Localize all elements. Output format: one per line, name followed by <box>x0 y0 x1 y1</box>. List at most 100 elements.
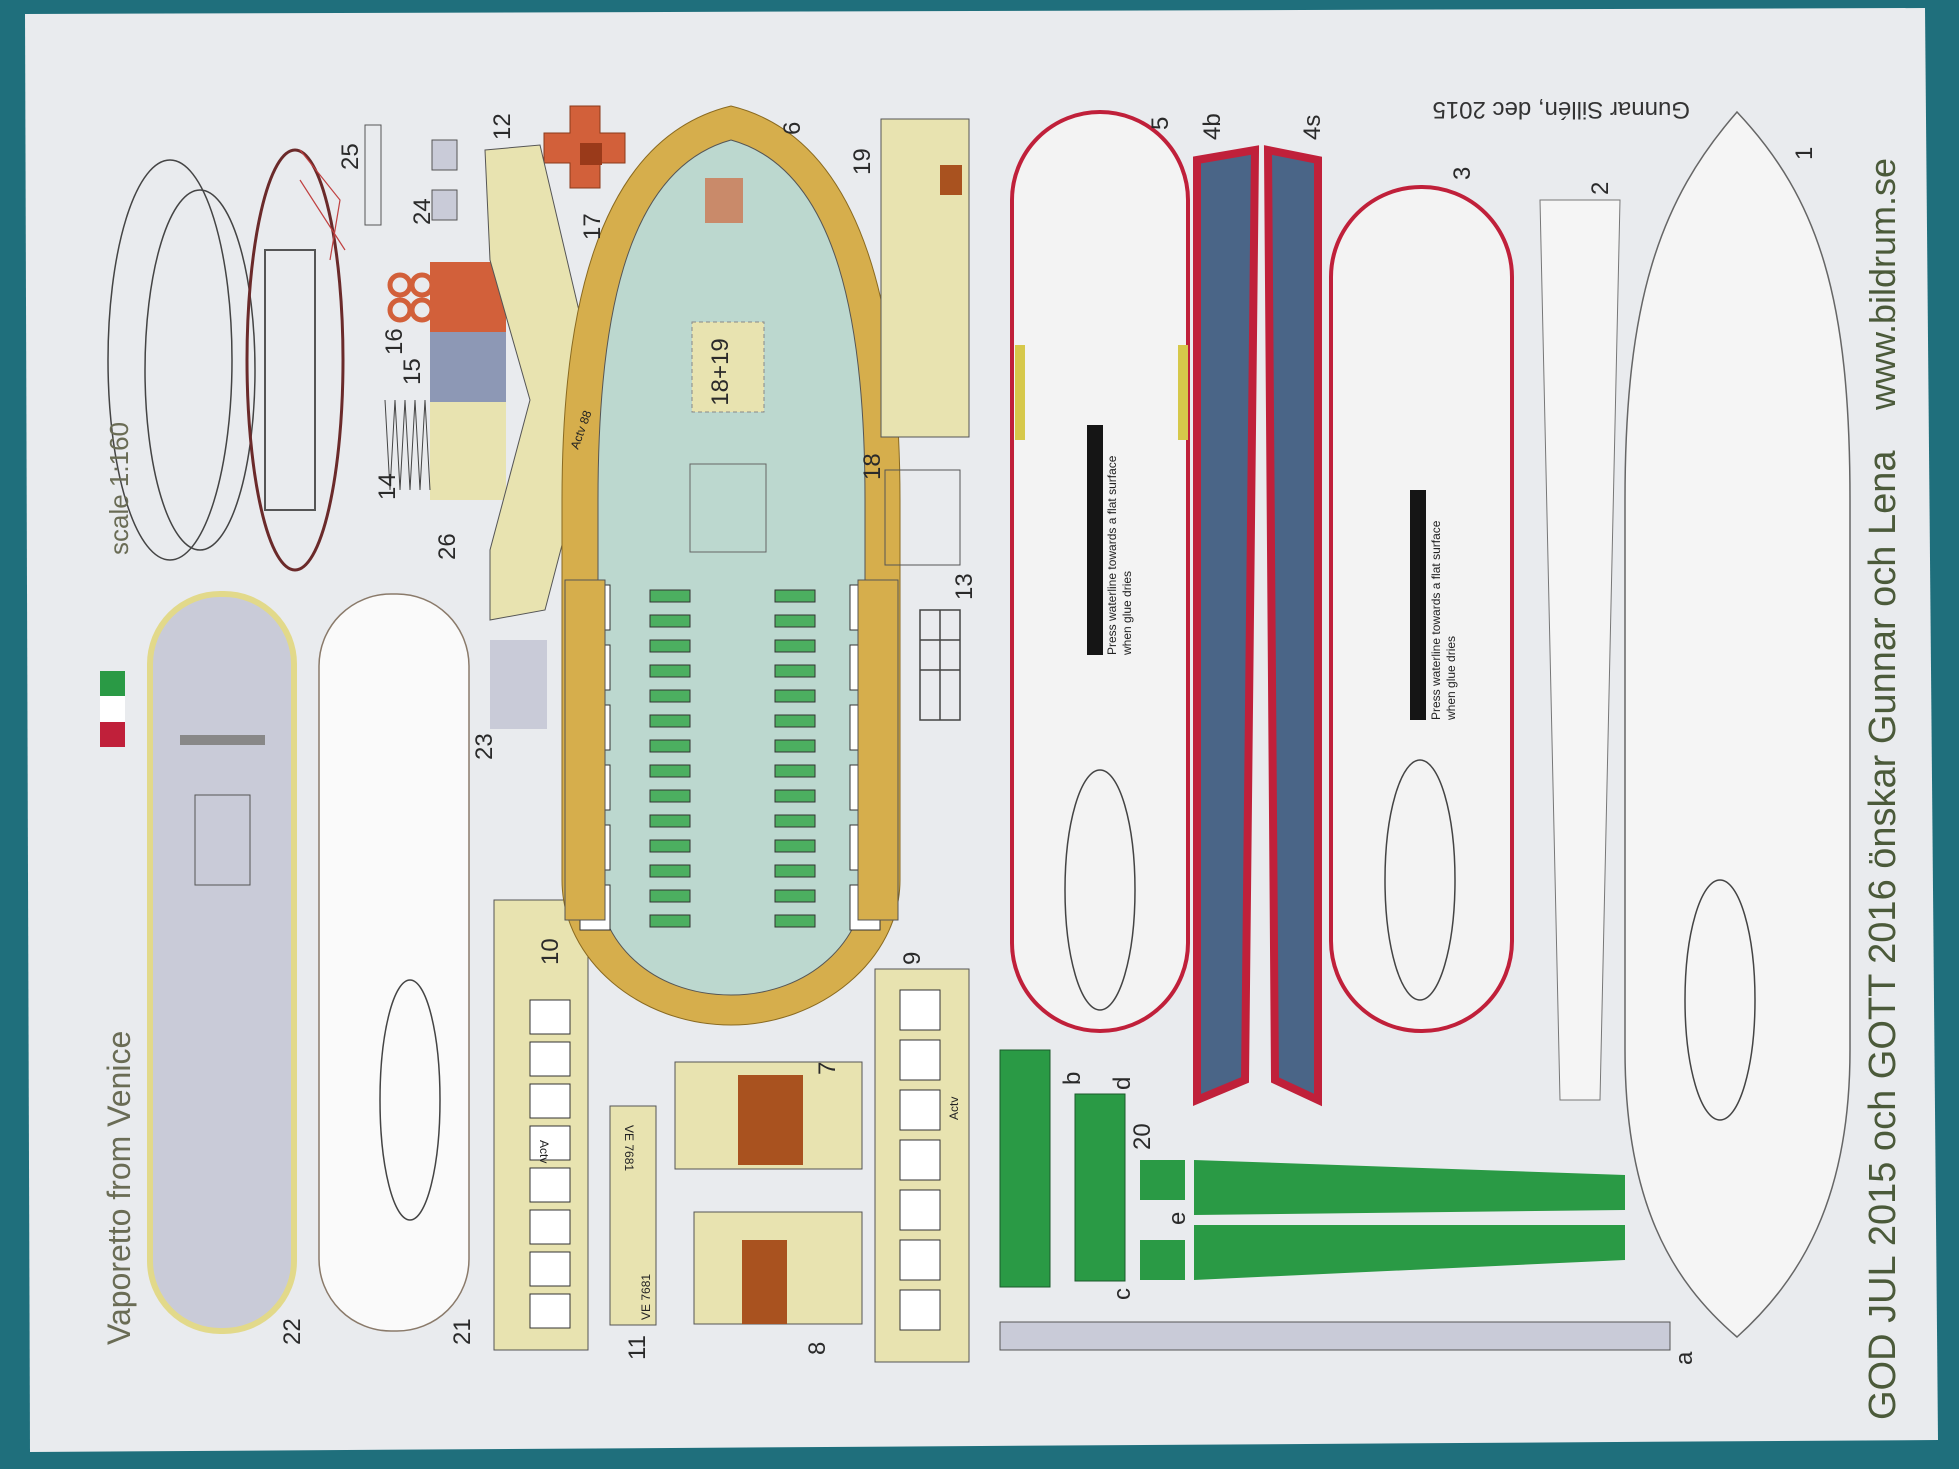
window <box>899 1189 941 1231</box>
part-24b <box>431 189 458 221</box>
part-number: a <box>1671 1351 1698 1365</box>
part-5-sketch <box>1064 769 1136 1011</box>
part-number: 4s <box>1299 115 1326 140</box>
color-swatches <box>384 262 506 500</box>
seat <box>649 889 691 903</box>
part-number: 15 <box>399 358 426 385</box>
part-number: 5 <box>1147 117 1174 130</box>
part-number: c <box>1109 1288 1136 1300</box>
part-number: 8 <box>804 1342 831 1355</box>
seat <box>649 714 691 728</box>
part-number: 1 <box>1791 147 1818 160</box>
instruction-text: Press waterline towards a flat surface <box>1429 520 1443 720</box>
window <box>899 1289 941 1331</box>
part-number: 20 <box>1129 1123 1156 1150</box>
part-numbers: 1 2 3 4b 4s 5 6 7 8 9 10 11 12 13 14 15 … <box>279 113 1818 1365</box>
seat <box>774 689 816 703</box>
green-bench-strip <box>1194 1225 1625 1280</box>
green-bench-strip <box>1194 1160 1625 1215</box>
part-2 <box>1539 199 1621 1101</box>
seat <box>774 764 816 778</box>
seat <box>774 639 816 653</box>
window <box>529 1251 571 1287</box>
part-1-sketch <box>1684 879 1756 1121</box>
seat <box>774 814 816 828</box>
part-number: 14 <box>374 473 401 500</box>
part-number: 2 <box>1587 182 1614 195</box>
part-number: 7 <box>814 1062 841 1075</box>
part-1-hull-bottom <box>1624 110 1851 1338</box>
seat <box>649 789 691 803</box>
part-number: 13 <box>951 573 978 600</box>
part-4s-strip <box>1263 145 1322 1107</box>
boat-id-label: VE 7681 <box>622 1125 636 1171</box>
part-number: 10 <box>537 938 564 965</box>
instruction-text: Press waterline towards a flat surface <box>1105 455 1119 655</box>
part-22-deck <box>147 591 297 1334</box>
part-11 <box>609 1105 657 1326</box>
part-b-seats <box>999 1049 1051 1288</box>
greeting-text: GOD JUL 2015 och GOTT 2016 önskar Gunnar… <box>1862 450 1904 1420</box>
italian-flag-icon <box>100 671 125 747</box>
scale-label: scale 1:160 <box>104 422 134 555</box>
part-17-center <box>580 143 602 165</box>
hatch <box>194 794 251 886</box>
seat <box>649 639 691 653</box>
window <box>899 1089 941 1131</box>
seat <box>649 764 691 778</box>
seat <box>649 689 691 703</box>
window <box>899 1039 941 1081</box>
seat <box>774 889 816 903</box>
part-24 <box>431 139 458 171</box>
part-9-windows <box>899 989 941 1331</box>
seat <box>649 739 691 753</box>
window <box>899 1239 941 1281</box>
part-number: b <box>1059 1072 1086 1085</box>
part-number: 21 <box>449 1318 476 1345</box>
operator-label: Actv <box>947 1097 961 1120</box>
part-number: 3 <box>1449 167 1476 180</box>
glue-tab <box>1178 345 1188 440</box>
deck-label: 18+19 <box>707 338 734 405</box>
part-number: 25 <box>337 143 364 170</box>
part-number: 19 <box>849 148 876 175</box>
seat <box>649 864 691 878</box>
seat <box>774 839 816 853</box>
part-23 <box>490 640 547 729</box>
part-number: 9 <box>899 952 926 965</box>
part-number: 11 <box>624 1335 651 1360</box>
window <box>899 989 941 1031</box>
part-18 <box>884 469 961 566</box>
seat <box>649 589 691 603</box>
waterline-weight-icon <box>1410 490 1426 720</box>
page-title: Vaporetto from Venice <box>101 1031 137 1345</box>
part-number: 16 <box>381 328 408 355</box>
part-20 <box>1140 1160 1185 1200</box>
part-number: d <box>1109 1077 1136 1090</box>
part-number: 12 <box>489 113 516 140</box>
part-number: 22 <box>279 1318 306 1345</box>
glue-tab <box>1015 345 1025 440</box>
author-credit: Gunnar Sillén, dec 2015 <box>1432 96 1690 123</box>
part-4b-strip <box>1193 145 1260 1106</box>
seat <box>774 914 816 928</box>
part-13 <box>919 609 961 721</box>
part-e <box>1140 1240 1185 1280</box>
seat <box>774 589 816 603</box>
window <box>529 999 571 1035</box>
part-3-sketch <box>1384 759 1456 1001</box>
seat <box>774 664 816 678</box>
window <box>529 1125 571 1161</box>
part-19-door <box>940 165 962 195</box>
instruction-text: when glue dries <box>1120 571 1134 656</box>
part-6-main-deck <box>561 105 901 1026</box>
part-8-doors <box>742 1240 787 1324</box>
seat <box>649 839 691 853</box>
seat <box>649 664 691 678</box>
window <box>529 1209 571 1245</box>
part-25 <box>364 124 382 226</box>
seat <box>774 614 816 628</box>
deck-fitting <box>180 735 265 745</box>
part-c-seats <box>1074 1093 1126 1282</box>
